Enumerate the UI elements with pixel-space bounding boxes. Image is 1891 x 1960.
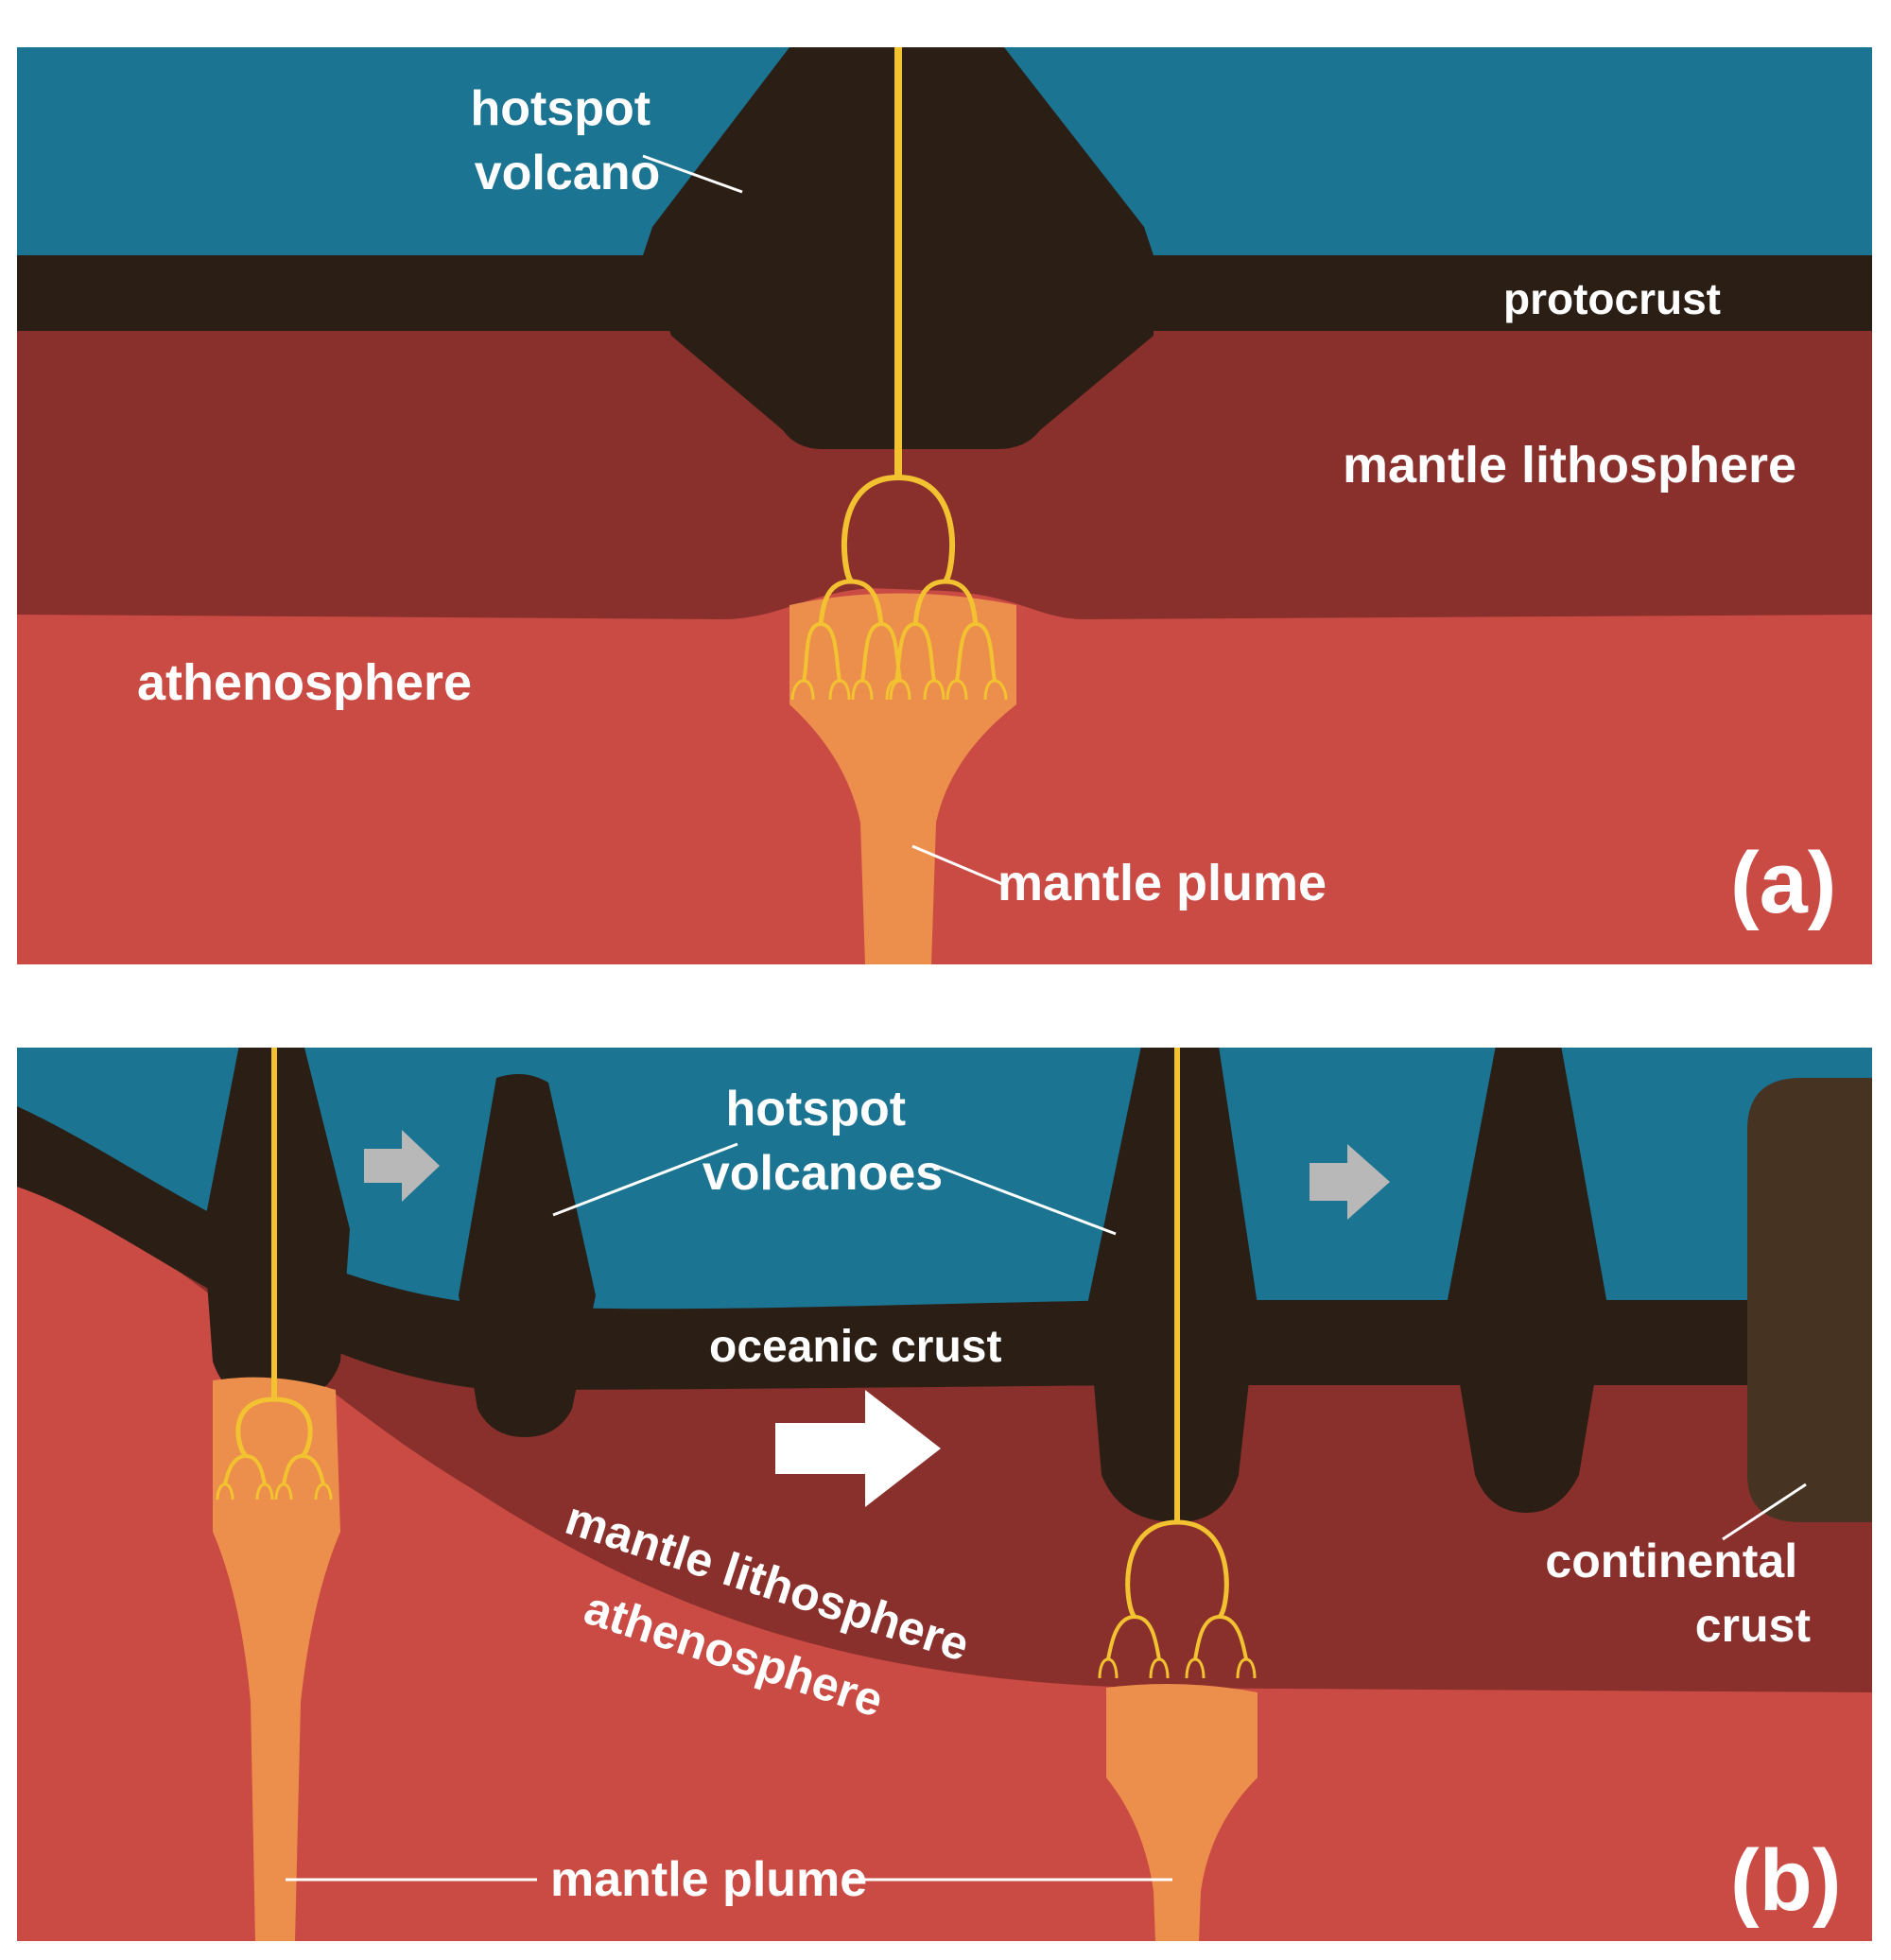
- magma-conduit-b2: [1098, 1048, 1257, 1679]
- oceanic-crust-label: oceanic crust: [709, 1322, 1001, 1372]
- protocrust-label: protocrust: [1503, 274, 1721, 323]
- hotspot-volcanoes-leader-left: [552, 1142, 738, 1217]
- mantle-plume-leader-a: [911, 844, 1003, 886]
- magma-conduit-b1: [216, 1048, 333, 1500]
- asthenosphere-label-a: athenosphere: [137, 654, 472, 711]
- plate-motion-arrow-gray-1: [364, 1130, 440, 1202]
- panel-b-label: (b): [1730, 1832, 1841, 1929]
- hotspot-volcanoes-label: hotspot volcanoes: [703, 1082, 943, 1201]
- mantle-lithosphere-label-a: mantle lithosphere: [1343, 437, 1796, 494]
- asthenosphere-layer-b: [17, 1182, 1872, 1941]
- mantle-plume-b2: [1106, 1684, 1258, 1941]
- continental-crust-label: continental crust: [1545, 1535, 1811, 1652]
- mantle-lithosphere-layer-b2: [17, 1182, 1872, 1683]
- hotspot-volcanoes-leader-right: [935, 1164, 1117, 1236]
- hotspot-volcano-b4: [1447, 1048, 1607, 1513]
- continental-crust-leader: [1722, 1483, 1807, 1541]
- panel-a: hotspot volcano protocrust mantle lithos…: [17, 47, 1872, 964]
- plate-motion-arrow-white: [775, 1390, 941, 1507]
- mantle-plume-label-a: mantle plume: [998, 855, 1327, 911]
- panel-a-label: (a): [1730, 835, 1836, 931]
- mantle-lithosphere-layer: [17, 331, 1872, 620]
- plate-motion-arrow-gray-2: [1310, 1144, 1390, 1220]
- panel-b: hotspot volcanoes oceanic crust mantle l…: [17, 1048, 1872, 1941]
- mantle-plume-b1: [213, 1377, 340, 1941]
- continental-crust-shape: [1747, 1078, 1872, 1522]
- hotspot-volcano-leader: [642, 154, 743, 194]
- hotspot-volcano-b2: [459, 1074, 596, 1437]
- hotspot-volcano-b3: [1087, 1048, 1258, 1522]
- hotspot-volcano-label: hotspot volcano: [470, 81, 664, 200]
- mantle-plume-label-b: mantle plume: [550, 1852, 867, 1907]
- magma-conduit-a: [790, 47, 1008, 701]
